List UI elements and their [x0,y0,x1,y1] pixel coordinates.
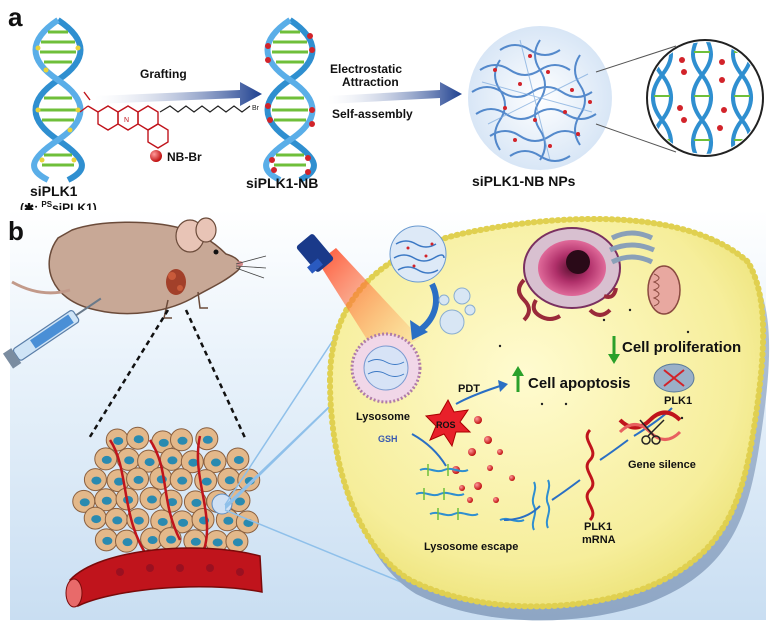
escape-arrow [503,505,541,521]
ros-label: ROS [436,420,456,430]
cytoplasm-dots [498,308,690,420]
plk1-arrow [633,407,673,437]
lysosome-escape-label: Lysosome escape [424,541,518,553]
gsh-arrow [411,433,447,467]
plk1-protein-icon [653,363,695,393]
mrna-arrow [599,439,629,461]
gsh-label: GSH [378,434,398,444]
cell-zoom-line-upper [224,321,346,506]
proliferation-down-arrowhead [608,354,620,364]
golgi-icon [608,230,656,265]
plk1-mrna-label-1: PLK1 [584,521,612,533]
pdt-arrowhead [498,380,508,392]
released-sirna-icon [415,467,551,531]
endocytosis-arrowhead [410,320,428,340]
lysosome-icon [350,332,422,404]
tumor-cluster-icon [72,426,261,561]
cell-apoptosis-label: Cell apoptosis [528,375,631,392]
released-sirna-bases [423,464,459,520]
nucleus-icon [523,227,621,309]
nb-linker-chain [159,105,251,113]
nb-br-label: NB-Br [167,150,202,164]
electrostatic-label: Electrostatic [330,62,402,76]
nb-ring-letter: N [124,117,129,124]
blood-vessel-icon [65,547,263,608]
endocytosis-arrow [418,282,439,333]
grafting-label: Grafting [140,67,187,81]
sirna-helix-icon [31,17,85,183]
panel-a-letter: a [8,2,23,32]
nb-linker-br: Br [252,105,260,112]
panel-b-letter: b [8,216,24,246]
pdt-arrow [455,385,501,405]
syringe-icon [2,297,102,369]
np-label: siPLK1-NB NPs [472,173,576,189]
cell-proliferation-label: Cell proliferation [622,339,741,356]
gene-silence-icon [618,410,682,445]
sirna-nb-label: siPLK1-NB [246,175,318,191]
sirna-to-mrna-arrow [551,479,581,501]
laser-icon [296,234,420,360]
endoplasmic-reticulum-icon [517,278,618,322]
vesicles-icon [438,287,476,335]
apoptosis-up-arrowhead [512,366,524,376]
attraction-label: Attraction [342,75,399,89]
nb-br-molecule-icon [79,91,169,149]
incoming-nanoparticle-icon [389,225,447,283]
grafting-arrow [95,82,262,106]
mouse-icon [11,217,267,319]
pdt-label: PDT [458,383,480,395]
ros-burst-icon [424,398,472,448]
nanoparticle-icon [468,26,612,170]
sirna-nb-helix-icon [263,17,317,183]
sirna-label: siPLK1 [30,183,78,199]
tumor-zoom-line-right [184,309,248,441]
ros-particles-icon [452,416,515,503]
self-assembly-arrow [328,82,462,106]
tumor-zoom-line-left [86,309,170,441]
self-assembly-label: Self-assembly [332,107,413,121]
zoom-line-bottom [595,123,677,153]
zoom-line-top [595,45,677,73]
gene-silence-label: Gene silence [628,459,696,471]
mitochondrion-icon [647,265,681,315]
lysosome-label: Lysosome [356,411,410,423]
plk1-mrna-icon [585,428,595,522]
plk1-label: PLK1 [664,395,692,407]
plk1-mrna-label-2: mRNA [582,534,616,546]
nb-br-ball-icon [150,150,162,162]
